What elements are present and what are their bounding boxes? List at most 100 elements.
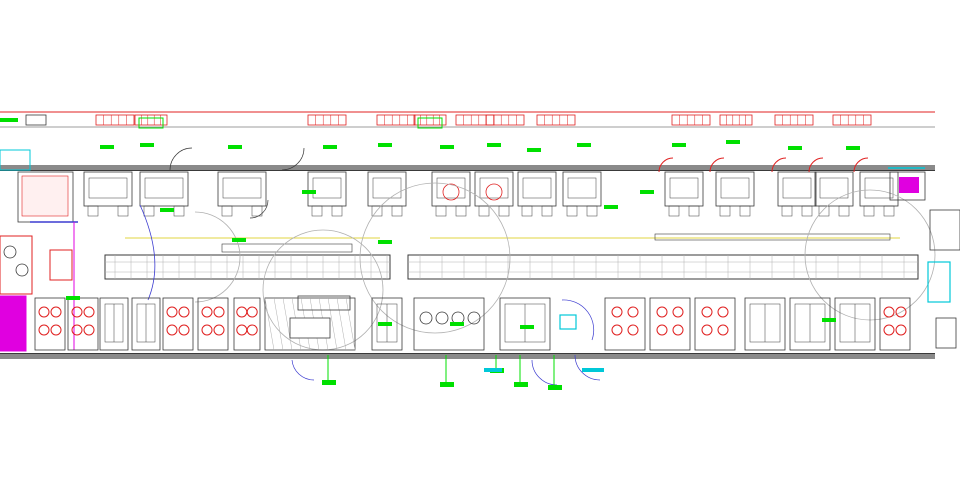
equipment-tag <box>100 145 114 149</box>
top-callout <box>774 114 814 126</box>
valve-icon <box>246 324 258 336</box>
tank-icon <box>419 311 433 325</box>
top-callout <box>413 114 447 129</box>
valve-icon <box>672 324 684 336</box>
valve-icon <box>717 306 729 318</box>
valve-icon <box>50 306 62 318</box>
valve-icon <box>246 306 258 318</box>
left-equipment-block <box>0 149 78 352</box>
upper-equipment-unit <box>83 171 133 217</box>
equipment-tag <box>378 143 392 147</box>
equipment-tag <box>323 145 337 149</box>
door-swing-icon <box>853 157 869 173</box>
top-callout <box>25 114 47 126</box>
valve-icon <box>883 306 895 318</box>
lower-equipment-unit <box>694 297 736 351</box>
equipment-tag <box>726 140 740 144</box>
lower-equipment-unit <box>789 297 831 351</box>
equipment-tag <box>160 208 174 212</box>
valve-icon <box>656 324 668 336</box>
lower-equipment-unit <box>162 297 194 351</box>
upper-equipment-unit <box>431 171 471 217</box>
equipment-tag <box>140 143 154 147</box>
equipment-tag <box>640 190 654 194</box>
lower-wall <box>0 353 935 359</box>
equipment-tag <box>302 190 316 194</box>
door-swing-icon <box>808 157 824 173</box>
tank-icon <box>435 311 449 325</box>
upper-equipment-row <box>83 157 899 217</box>
equipment-tag <box>378 240 392 244</box>
valve-icon <box>178 324 190 336</box>
lower-equipment-unit <box>834 297 876 351</box>
pump-icon <box>485 183 503 201</box>
valve-icon <box>895 324 907 336</box>
equipment-tag <box>822 318 836 322</box>
valve-icon <box>895 306 907 318</box>
lower-equipment-unit <box>499 297 551 351</box>
valve-icon <box>627 306 639 318</box>
lower-equipment-unit <box>34 297 66 351</box>
cyan-valve-icon <box>559 314 577 330</box>
top-callout <box>376 114 416 126</box>
equipment-tag <box>484 368 502 372</box>
lower-equipment-unit <box>67 297 99 351</box>
door-swings <box>169 147 601 386</box>
valve-icon <box>672 306 684 318</box>
valve-icon <box>38 324 50 336</box>
valve-icon <box>701 324 713 336</box>
reach-circles <box>139 182 936 351</box>
top-callout <box>671 114 711 126</box>
door-swing-icon <box>771 157 787 173</box>
bottom-callout <box>548 355 562 390</box>
upper-equipment-unit <box>517 171 557 217</box>
motor-icon <box>289 317 331 339</box>
valve-icon <box>717 324 729 336</box>
upper-equipment-unit <box>853 157 899 217</box>
equipment-tag <box>520 325 534 329</box>
lower-equipment-unit <box>297 295 351 311</box>
magenta-tank-icon <box>899 177 919 193</box>
upper-equipment-unit <box>217 171 267 217</box>
top-callout <box>832 114 872 126</box>
lower-equipment-unit <box>744 297 786 351</box>
valve-icon <box>166 306 178 318</box>
valve-icon <box>71 306 83 318</box>
bottom-callout <box>322 355 336 385</box>
lower-equipment-unit <box>879 297 911 351</box>
equipment-tag <box>232 238 246 242</box>
valve-icon <box>701 306 713 318</box>
pump-icon <box>442 183 460 201</box>
top-callout-strip <box>0 111 935 129</box>
lower-equipment-unit <box>131 297 161 351</box>
top-callout <box>0 118 18 122</box>
valve-icon <box>83 306 95 318</box>
lower-equipment-unit <box>604 297 646 351</box>
upper-equipment-unit <box>709 157 755 217</box>
top-callout <box>719 114 753 126</box>
valve-icon <box>627 324 639 336</box>
bottom-callout <box>440 355 454 387</box>
lower-equipment-unit <box>99 297 129 351</box>
valve-icon <box>611 324 623 336</box>
lower-equipment-unit <box>413 297 485 351</box>
valve-icon <box>656 306 668 318</box>
magenta-panel-icon <box>0 295 27 352</box>
valve-icon <box>201 306 213 318</box>
valve-icon <box>178 306 190 318</box>
tank-icon <box>467 311 481 325</box>
valve-icon <box>213 324 225 336</box>
equipment-tag <box>604 205 618 209</box>
equipment-tag <box>846 146 860 150</box>
lower-equipment-unit <box>649 297 691 351</box>
lower-equipment-unit <box>264 297 356 351</box>
upper-equipment-unit <box>139 171 189 217</box>
top-callout <box>95 114 135 126</box>
equipment-tag <box>577 143 591 147</box>
equipment-tags <box>66 140 860 390</box>
upper-equipment-unit <box>474 171 514 217</box>
lower-equipment-unit <box>197 297 229 351</box>
right-equipment-block <box>888 167 960 349</box>
lower-equipment-row <box>34 295 911 351</box>
